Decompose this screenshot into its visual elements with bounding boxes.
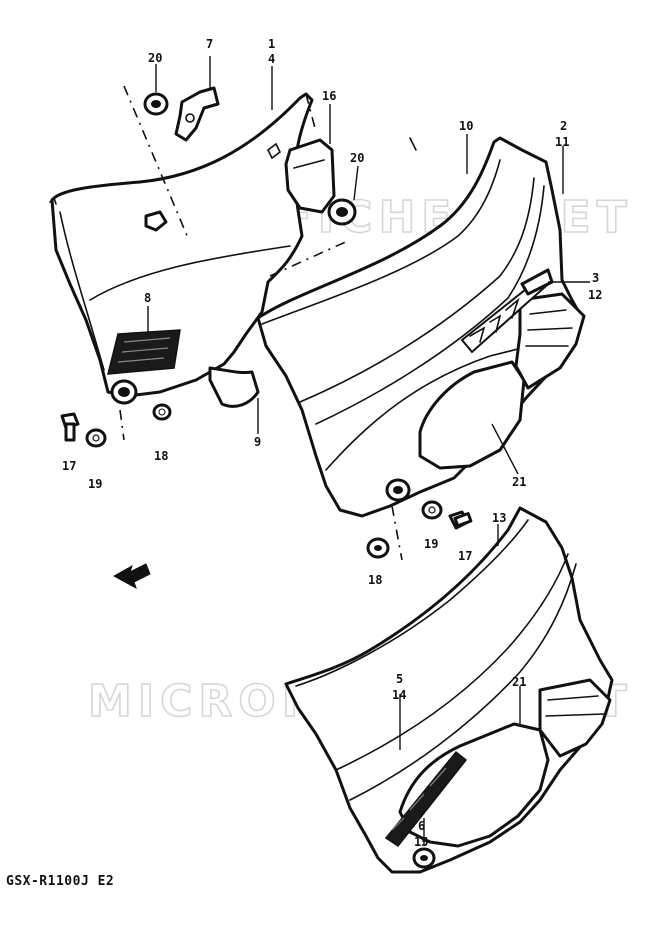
callout-19-right: 19: [424, 537, 438, 551]
frame-cover-inner: [49, 92, 314, 408]
grommet-20-middle: [327, 198, 357, 226]
grommet-inner-lower: [110, 379, 138, 405]
callouts: 1 4 7 20 16 20 10 2 11 3 12 8 9 17 19 18…: [62, 37, 602, 849]
callout-12: 12: [588, 288, 602, 302]
callout-20-middle: 20: [350, 151, 364, 165]
leader-lines: [147, 56, 590, 846]
frame-cover-outer-top: [256, 136, 586, 518]
mounting-bracket-7: [174, 86, 220, 142]
front-direction-arrow-icon: [112, 563, 151, 590]
callout-17-left: 17: [62, 459, 76, 473]
assembly-line-2: [269, 239, 351, 277]
callout-14: 14: [392, 688, 406, 702]
callout-9: 9: [254, 435, 261, 449]
callout-7: 7: [206, 37, 213, 51]
frame-cover-lower: [284, 506, 614, 874]
nut-18-left: [152, 403, 172, 421]
push-clip: [144, 210, 168, 232]
caution-decal-8: [107, 329, 181, 375]
callout-19-left: 19: [88, 477, 102, 491]
callout-16: 16: [322, 89, 336, 103]
callout-4: 4: [268, 52, 275, 66]
callout-21-bottom: 21: [512, 675, 526, 689]
callout-5: 5: [396, 672, 403, 686]
emblem-6: [384, 750, 468, 848]
mounting-bracket-16: [266, 138, 336, 214]
washer-19-left: [85, 428, 107, 448]
bolt-17-left: [60, 412, 80, 442]
model-caption: GSX-R1100J E2: [6, 874, 115, 889]
grommet-20-top: [143, 92, 169, 116]
callout-20-top: 20: [148, 51, 162, 65]
assembly-line-4: [119, 409, 125, 441]
callout-6: 6: [418, 819, 425, 833]
callout-17-right: 17: [458, 549, 472, 563]
callout-2: 2: [560, 119, 567, 133]
callout-13: 13: [492, 511, 506, 525]
callout-3: 3: [592, 271, 599, 285]
callout-15: 15: [414, 835, 428, 849]
nut-18-right: [366, 537, 390, 559]
assembly-line-5: [391, 505, 403, 561]
callout-10: 10: [459, 119, 473, 133]
callout-11: 11: [555, 135, 569, 149]
assembly-line-1: [123, 85, 189, 239]
callout-8: 8: [144, 291, 151, 305]
callout-21-top: 21: [512, 475, 526, 489]
washer-19-right: [421, 500, 443, 520]
callout-18-left: 18: [154, 449, 168, 463]
bolt-17-right: [448, 510, 473, 530]
callout-18-right: 18: [368, 573, 382, 587]
assembly-line-3: [305, 93, 317, 133]
callout-1: 1: [268, 37, 275, 51]
